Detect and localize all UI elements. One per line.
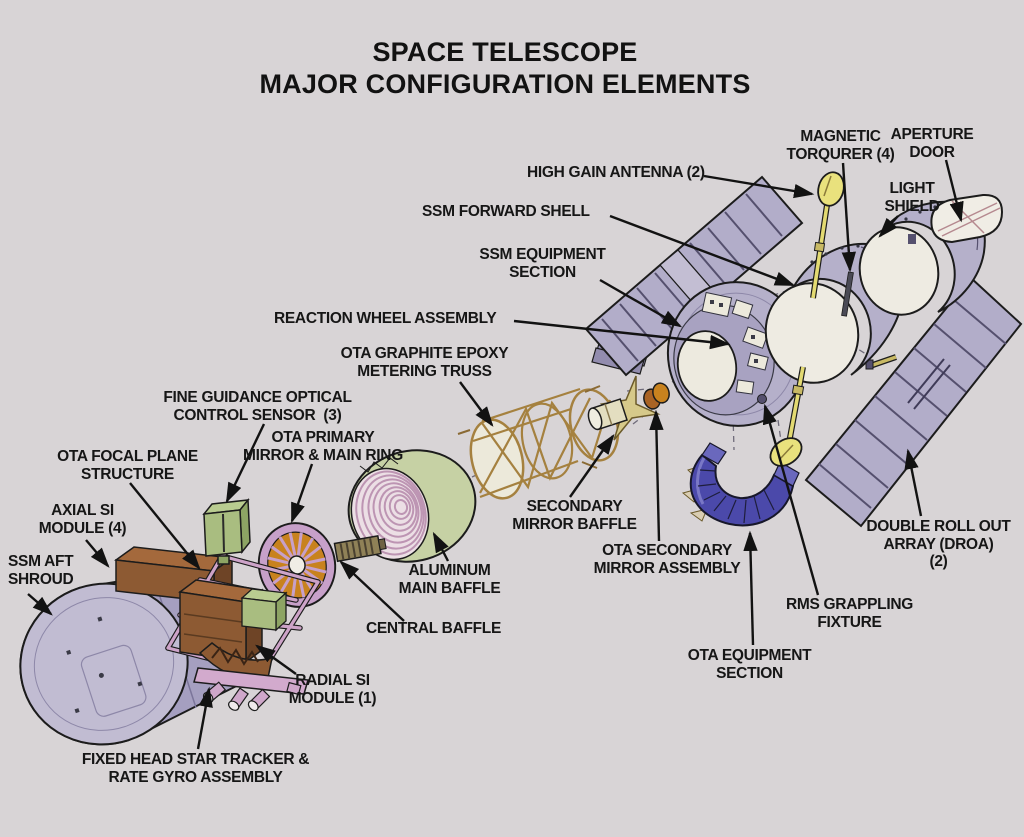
arrow-radial-si-module [255, 644, 297, 675]
label-ota-secondary-mirror: OTA SECONDARY MIRROR ASSEMBLY [593, 542, 741, 577]
label-ssm-forward-shell: SSM FORWARD SHELL [422, 203, 590, 220]
label-fixed-head-star-tracker: FIXED HEAD STAR TRACKER & RATE GYRO ASSE… [81, 751, 310, 786]
ssm-equipment-section-part [666, 281, 808, 427]
arrow-aluminum-main-baffle [432, 531, 450, 562]
leader-arrows [27, 159, 964, 750]
arrow-ssm-aft-shroud [27, 593, 53, 616]
label-ota-focal-plane: OTA FOCAL PLANE STRUCTURE [57, 448, 198, 483]
label-aluminum-main-baffle: ALUMINUM MAIN BAFFLE [398, 562, 501, 597]
label-double-roll-out-array: DOUBLE ROLL OUT ARRAY (DROA) (2) [866, 518, 1011, 570]
rms-grappling-fixture-part [757, 394, 767, 404]
label-secondary-mirror-baffle: SECONDARY MIRROR BAFFLE [512, 498, 637, 533]
arrow-light-shield [878, 215, 899, 238]
arrow-droa [904, 448, 923, 517]
aperture-door-part [930, 193, 1004, 244]
arrow-ssm-equipment-section [599, 278, 683, 328]
label-light-shield: LIGHT SHIELD [884, 180, 940, 215]
label-high-gain-antenna: HIGH GAIN ANTENNA (2) [527, 164, 705, 181]
arrow-fine-guidance-sensor [225, 423, 266, 504]
fine-guidance-sensor-part [202, 497, 251, 565]
ota-equipment-section-part [681, 442, 800, 527]
label-central-baffle: CENTRAL BAFFLE [366, 620, 502, 637]
arrow-ota-equipment-section [743, 530, 758, 646]
arrow-secondary-mirror-baffle [569, 434, 615, 498]
label-fine-guidance-sensor: FINE GUIDANCE OPTICAL CONTROL SENSOR (3) [163, 389, 352, 424]
metering-truss-part [457, 385, 620, 500]
central-baffle-part [333, 534, 387, 563]
label-ota-primary-mirror: OTA PRIMARY MIRROR & MAIN RING [243, 429, 403, 464]
high-gain-antenna-part [810, 171, 845, 299]
arrow-magnetic-torquer [841, 162, 857, 273]
arrow-rms-grappling-fixture [762, 403, 820, 596]
label-rms-grappling-fixture: RMS GRAPPLING FIXTURE [786, 596, 913, 631]
arrow-metering-truss [459, 381, 494, 427]
arrow-ota-primary-mirror [290, 463, 314, 524]
secondary-mirror-baffle-part [587, 375, 661, 441]
arrow-ssm-forward-shell [609, 214, 796, 287]
arrow-aperture-door [944, 159, 964, 223]
arrow-ota-secondary-mirror [649, 409, 664, 542]
label-magnetic-torquer: MAGNETIC TORQURER (4) [786, 128, 895, 163]
label-ssm-equipment-section: SSM EQUIPMENT SECTION [479, 246, 606, 281]
arrow-high-gain-antenna [703, 174, 815, 199]
arrow-axial-si-module [85, 539, 110, 568]
label-ssm-aft-shroud: SSM AFT SHROUD [8, 553, 74, 588]
page-title: SPACE TELESCOPE MAJOR CONFIGURATION ELEM… [259, 37, 751, 100]
label-radial-si-module: RADIAL SI MODULE (1) [288, 672, 377, 707]
solar-array-droa [804, 276, 1023, 528]
arrow-reaction-wheel [513, 319, 731, 350]
ota-secondary-mirror-part [643, 382, 670, 410]
arrow-fixed-head-star-tracker [196, 686, 213, 750]
arrow-ota-focal-plane [129, 482, 201, 570]
label-reaction-wheel-assembly: REACTION WHEEL ASSEMBLY [274, 310, 497, 327]
axial-si-module-part [113, 546, 235, 604]
label-axial-si-module: AXIAL SI MODULE (4) [38, 502, 127, 537]
label-aperture-door: APERTURE DOOR [890, 126, 974, 161]
label-ota-metering-truss: OTA GRAPHITE EPOXY METERING TRUSS [340, 345, 509, 380]
magnetic-torquer-rod-part [769, 366, 806, 467]
label-ota-equipment-section: OTA EQUIPMENT SECTION [687, 647, 812, 682]
arrow-central-baffle [339, 560, 405, 622]
